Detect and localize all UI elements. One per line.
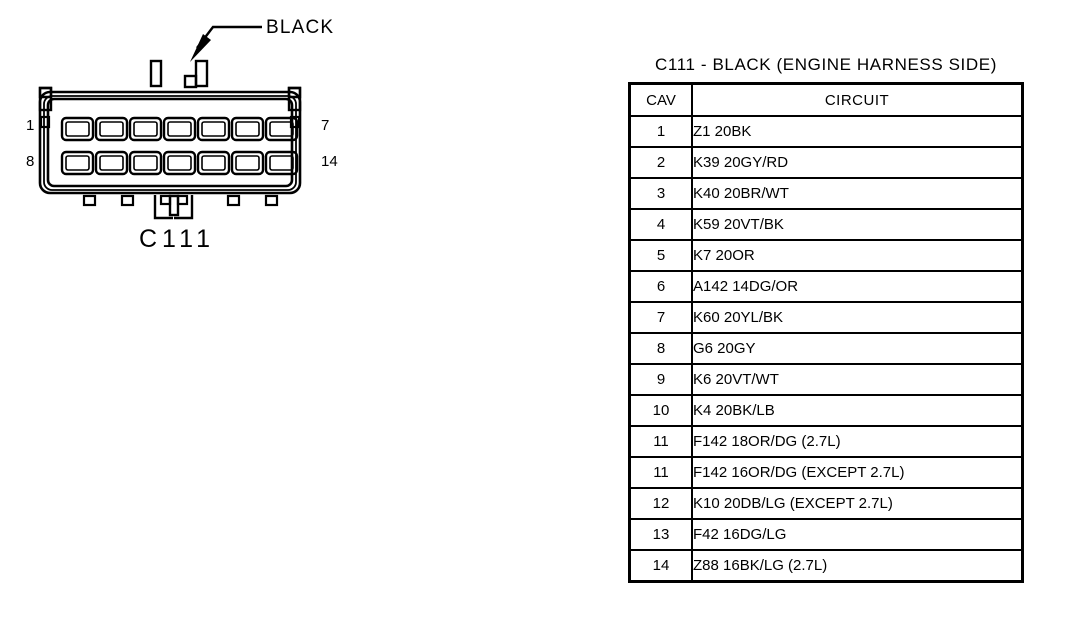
- cav-cell: 2: [628, 146, 693, 179]
- cavity: [94, 116, 129, 142]
- cavity: [264, 116, 299, 142]
- cavity: [94, 150, 129, 176]
- cavity: [60, 150, 95, 176]
- circuit-cell: K6 20VT/WT: [691, 363, 1024, 396]
- connector-drawing: [38, 25, 302, 220]
- connector-shell: [38, 86, 302, 195]
- cav-cell: 5: [628, 239, 693, 272]
- cav-cell: 6: [628, 270, 693, 303]
- cavity: [162, 116, 197, 142]
- cavity: [162, 150, 197, 176]
- cav-cell: 9: [628, 363, 693, 396]
- pin-number-bottom-right: 14: [321, 153, 338, 170]
- cav-cell: 13: [628, 518, 693, 551]
- black-callout-label: BLACK: [266, 17, 335, 38]
- circuit-cell: F142 16OR/DG (EXCEPT 2.7L): [691, 456, 1024, 489]
- cav-cell: 12: [628, 487, 693, 520]
- circuit-cell: K7 20OR: [691, 239, 1024, 272]
- cav-cell: 3: [628, 177, 693, 210]
- column-header-cav: CAV: [628, 82, 693, 117]
- circuit-cell: K4 20BK/LB: [691, 394, 1024, 427]
- column-header-circuit: CIRCUIT: [691, 82, 1024, 117]
- circuit-cell: G6 20GY: [691, 332, 1024, 365]
- pin-number-top-right: 7: [321, 117, 330, 134]
- pin-number-top-left: 1: [26, 117, 35, 134]
- cav-cell: 1: [628, 115, 693, 148]
- circuit-cell: K59 20VT/BK: [691, 208, 1024, 241]
- circuit-cell: K10 20DB/LG (EXCEPT 2.7L): [691, 487, 1024, 520]
- connector-bottom-tabs: [82, 194, 279, 220]
- table-title: C111 - BLACK (ENGINE HARNESS SIDE): [655, 55, 997, 74]
- cavity: [230, 150, 265, 176]
- connector-figure: BLACK 1 8 7 14 C111: [0, 0, 380, 300]
- circuit-cell: F142 18OR/DG (2.7L): [691, 425, 1024, 458]
- circuit-cell: Z1 20BK: [691, 115, 1024, 148]
- circuit-cell: F42 16DG/LG: [691, 518, 1024, 551]
- connector-name-label: C111: [139, 225, 216, 253]
- cav-cell: 14: [628, 549, 693, 583]
- cavity: [196, 116, 231, 142]
- circuit-cell: A142 14DG/OR: [691, 270, 1024, 303]
- circuit-cell: K60 20YL/BK: [691, 301, 1024, 334]
- cav-cell: 11: [628, 425, 693, 458]
- cavity-grid: [60, 116, 299, 176]
- cav-cell: 4: [628, 208, 693, 241]
- pin-number-bottom-left: 8: [26, 153, 35, 170]
- cavity: [128, 116, 163, 142]
- cav-cell: 8: [628, 332, 693, 365]
- circuit-table-panel: C111 - BLACK (ENGINE HARNESS SIDE) CAV C…: [628, 55, 1024, 583]
- cav-cell: 10: [628, 394, 693, 427]
- connector-top-tabs: [149, 59, 209, 89]
- cavity: [196, 150, 231, 176]
- cav-cell: 11: [628, 456, 693, 489]
- circuit-cell: K40 20BR/WT: [691, 177, 1024, 210]
- circuit-cell: K39 20GY/RD: [691, 146, 1024, 179]
- black-callout-leader: [190, 25, 262, 62]
- cavity: [264, 150, 299, 176]
- cavity: [60, 116, 95, 142]
- table-header-row: CAV CIRCUIT: [628, 82, 1024, 117]
- circuit-cell: Z88 16BK/LG (2.7L): [691, 549, 1024, 583]
- cavity: [128, 150, 163, 176]
- cavity: [230, 116, 265, 142]
- cav-cell: 7: [628, 301, 693, 334]
